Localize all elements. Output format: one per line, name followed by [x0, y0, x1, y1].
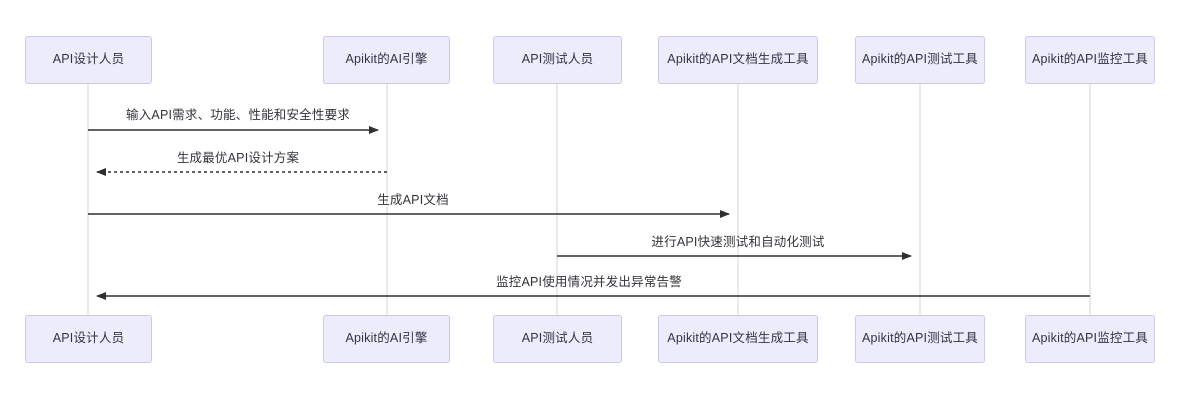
message-label-1: 输入API需求、功能、性能和安全性要求: [126, 108, 350, 122]
message-label-4: 进行API快速测试和自动化测试: [651, 235, 825, 249]
participant-label: API设计人员: [52, 52, 125, 67]
participant-bottom-designer[interactable]: API设计人员: [25, 315, 152, 363]
participant-top-tester[interactable]: API测试人员: [493, 36, 622, 84]
participant-bottom-doc-tool[interactable]: Apikit的API文档生成工具: [658, 315, 818, 363]
participant-label: Apikit的API文档生成工具: [667, 52, 809, 67]
participant-top-designer[interactable]: API设计人员: [25, 36, 152, 84]
participant-top-test-tool[interactable]: Apikit的API测试工具: [855, 36, 985, 84]
participant-label: Apikit的AI引擎: [345, 52, 428, 67]
participant-top-monitor[interactable]: Apikit的API监控工具: [1025, 36, 1155, 84]
participant-bottom-ai-engine[interactable]: Apikit的AI引擎: [323, 315, 450, 363]
participant-label: API测试人员: [521, 52, 594, 67]
message-label-2: 生成最优API设计方案: [176, 151, 300, 165]
participant-top-doc-tool[interactable]: Apikit的API文档生成工具: [658, 36, 818, 84]
message-label-3: 生成API文档: [377, 193, 449, 207]
participant-bottom-tester[interactable]: API测试人员: [493, 315, 622, 363]
message-arrows-group: [88, 126, 1090, 300]
participant-label: API设计人员: [52, 331, 125, 346]
participant-label: API测试人员: [521, 331, 594, 346]
participant-label: Apikit的AI引擎: [345, 331, 428, 346]
participant-label: Apikit的API监控工具: [1031, 52, 1148, 67]
participant-top-ai-engine[interactable]: Apikit的AI引擎: [323, 36, 450, 84]
lifelines-group: [87, 84, 1091, 315]
participant-label: Apikit的API文档生成工具: [667, 331, 809, 346]
participant-bottom-monitor[interactable]: Apikit的API监控工具: [1025, 315, 1155, 363]
participant-bottom-test-tool[interactable]: Apikit的API测试工具: [855, 315, 985, 363]
participant-label: Apikit的API监控工具: [1031, 331, 1148, 346]
message-label-5: 监控API使用情况并发出异常告警: [496, 275, 682, 289]
participant-label: Apikit的API测试工具: [861, 52, 978, 67]
participant-label: Apikit的API测试工具: [861, 331, 978, 346]
